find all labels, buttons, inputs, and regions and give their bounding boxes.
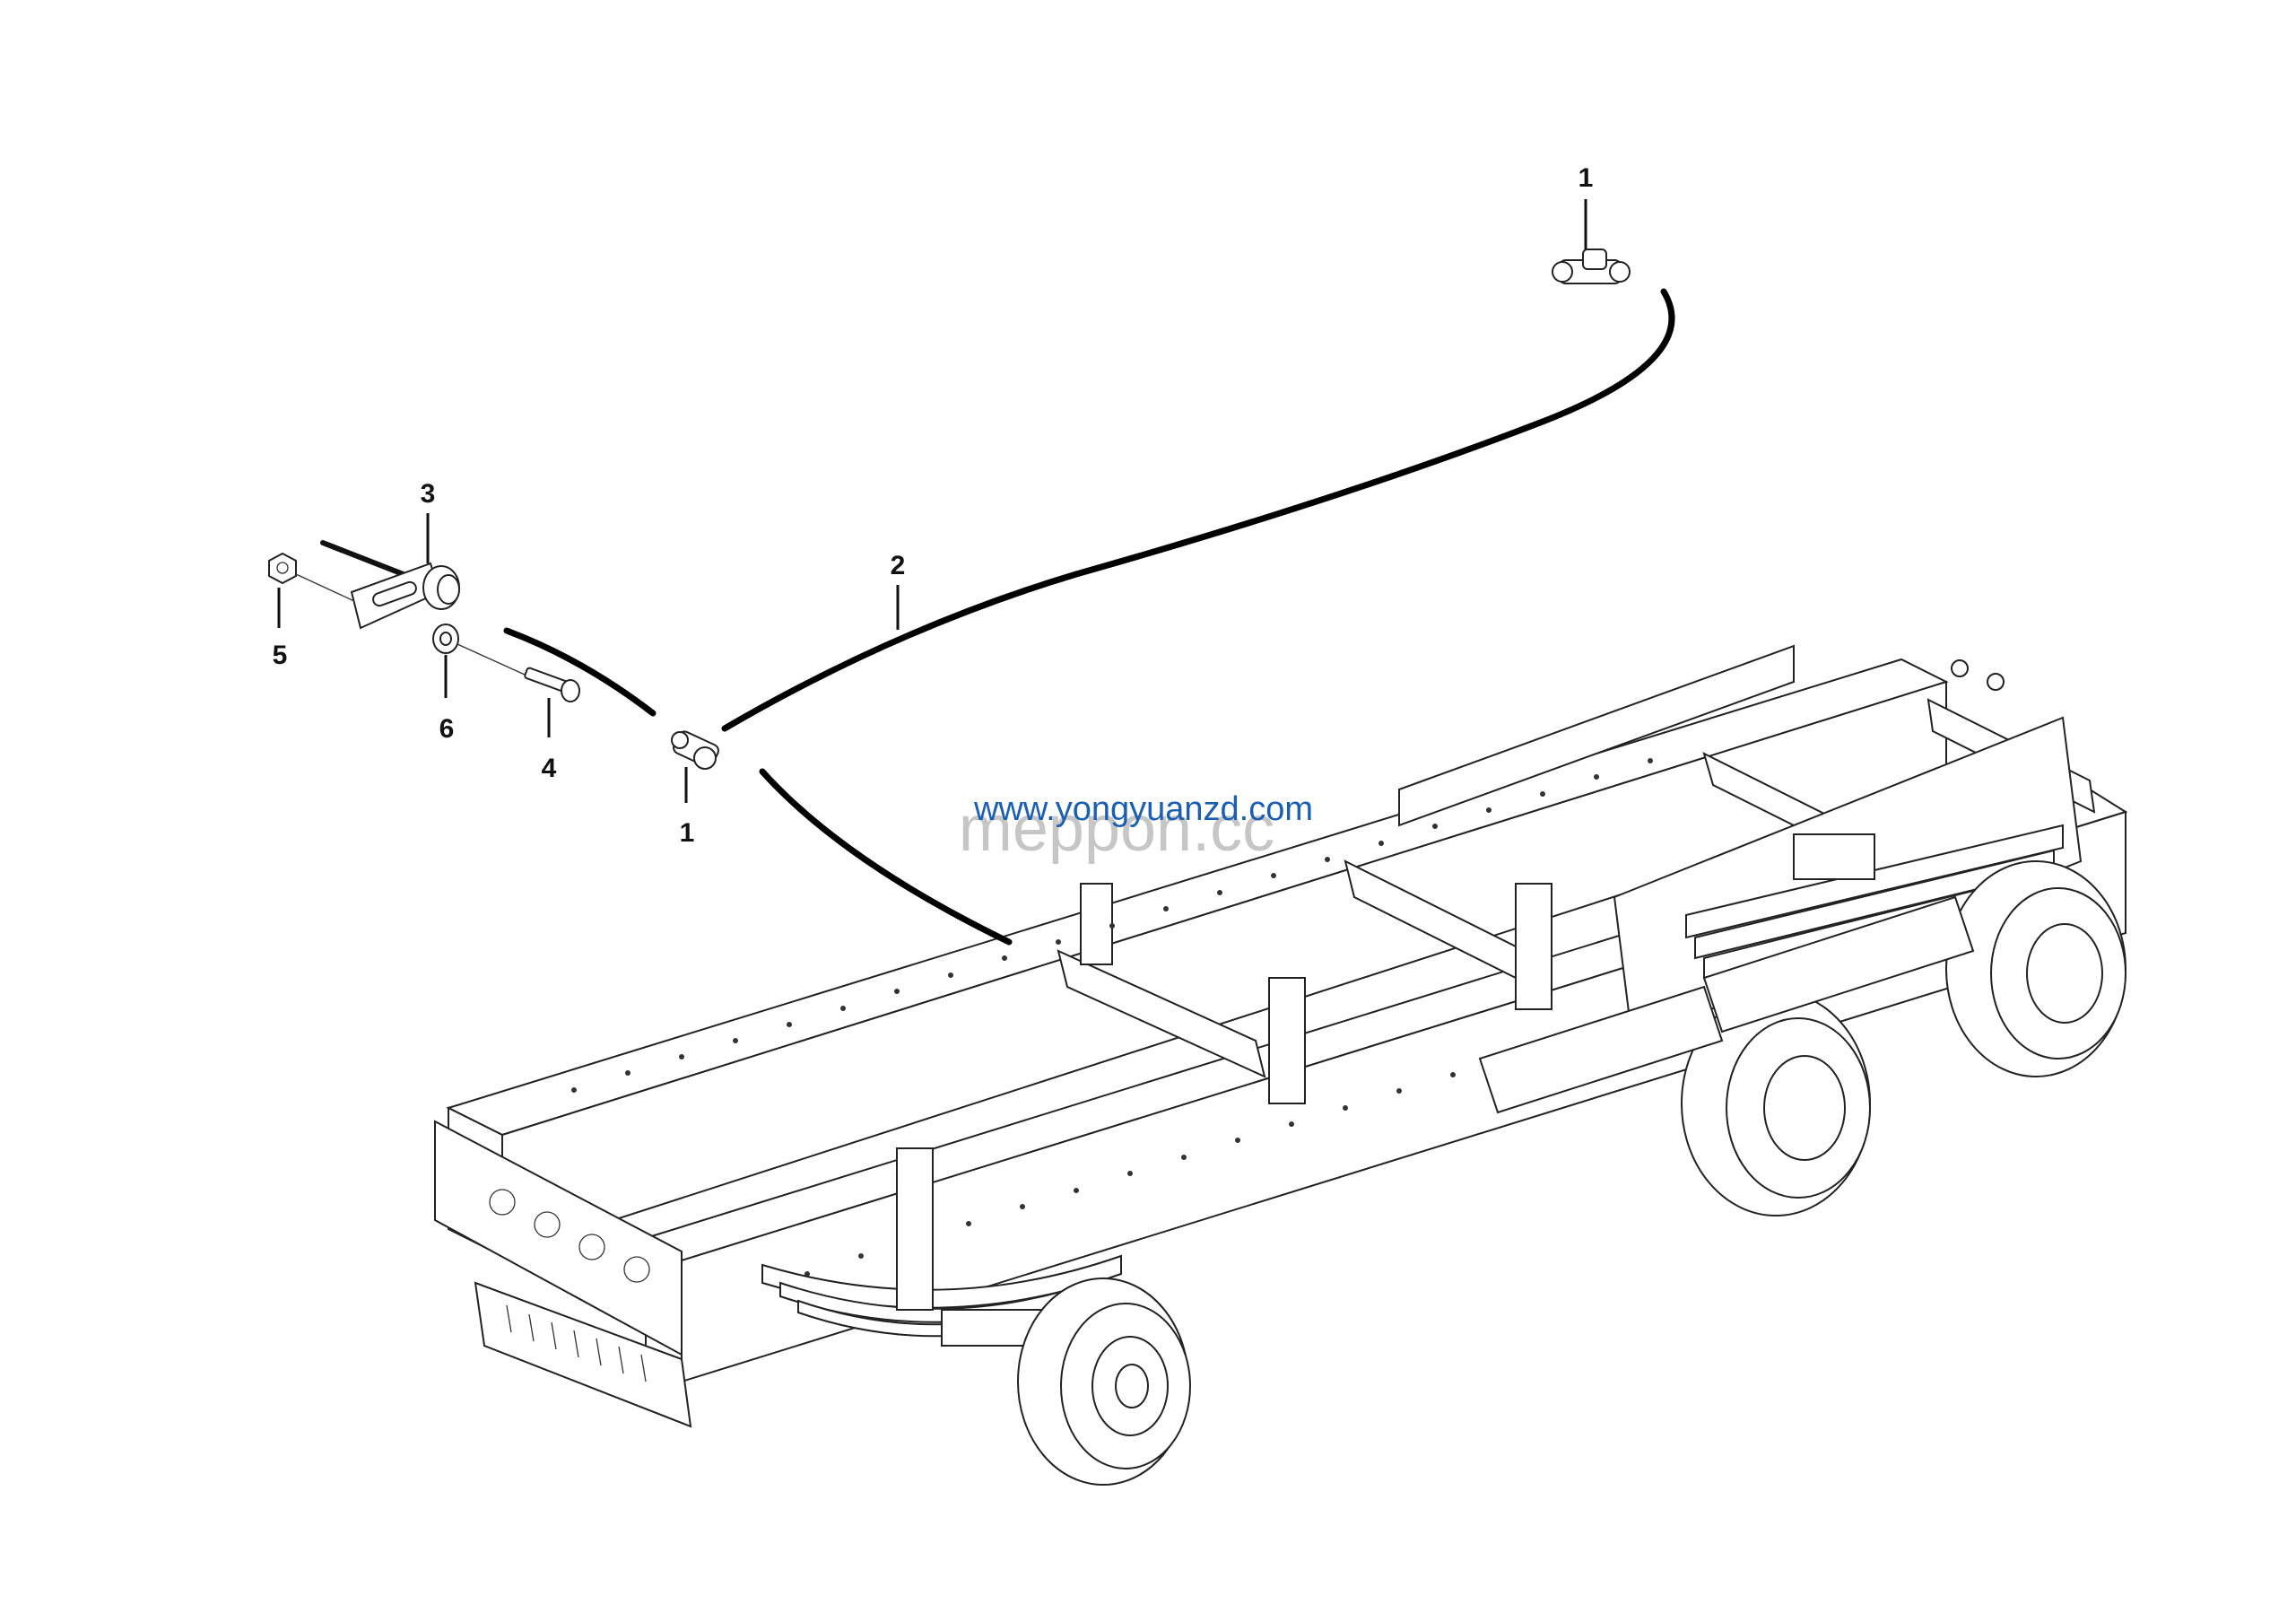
callout-labels: 1 1 2 3 4 5 6 — [273, 163, 1594, 848]
nut-icon — [268, 552, 297, 585]
bolt-icon — [524, 667, 580, 702]
callout-6: 6 — [439, 714, 455, 744]
watermark-brand: meppon.cc — [959, 793, 1274, 865]
callout-1-upper: 1 — [1578, 163, 1594, 193]
bracket-assembly — [268, 540, 580, 702]
front-wheel-hub — [1017, 1278, 1191, 1486]
watermark-url: www.yongyuanzd.com — [973, 790, 1313, 828]
watermarks: meppon.cc www.yongyuanzd.com — [959, 790, 1313, 865]
tee-fitting-upper — [1552, 249, 1631, 284]
rear-clip — [1951, 659, 2005, 691]
truck-chassis-frame — [434, 644, 2128, 1428]
washer-icon — [432, 624, 459, 654]
callout-5: 5 — [273, 641, 288, 670]
tee-fitting-middle — [671, 730, 719, 770]
rear-axle-housing — [1478, 895, 1975, 1114]
leader-lines — [277, 199, 1587, 803]
callout-2: 2 — [891, 551, 906, 580]
air-hose — [503, 288, 1675, 946]
rear-wheel-hub-rear — [1945, 860, 2126, 1077]
rear-wheel-hub-front — [1681, 990, 1871, 1216]
callout-1-middle: 1 — [680, 818, 695, 848]
callout-3: 3 — [421, 479, 436, 509]
callout-4: 4 — [542, 754, 557, 783]
